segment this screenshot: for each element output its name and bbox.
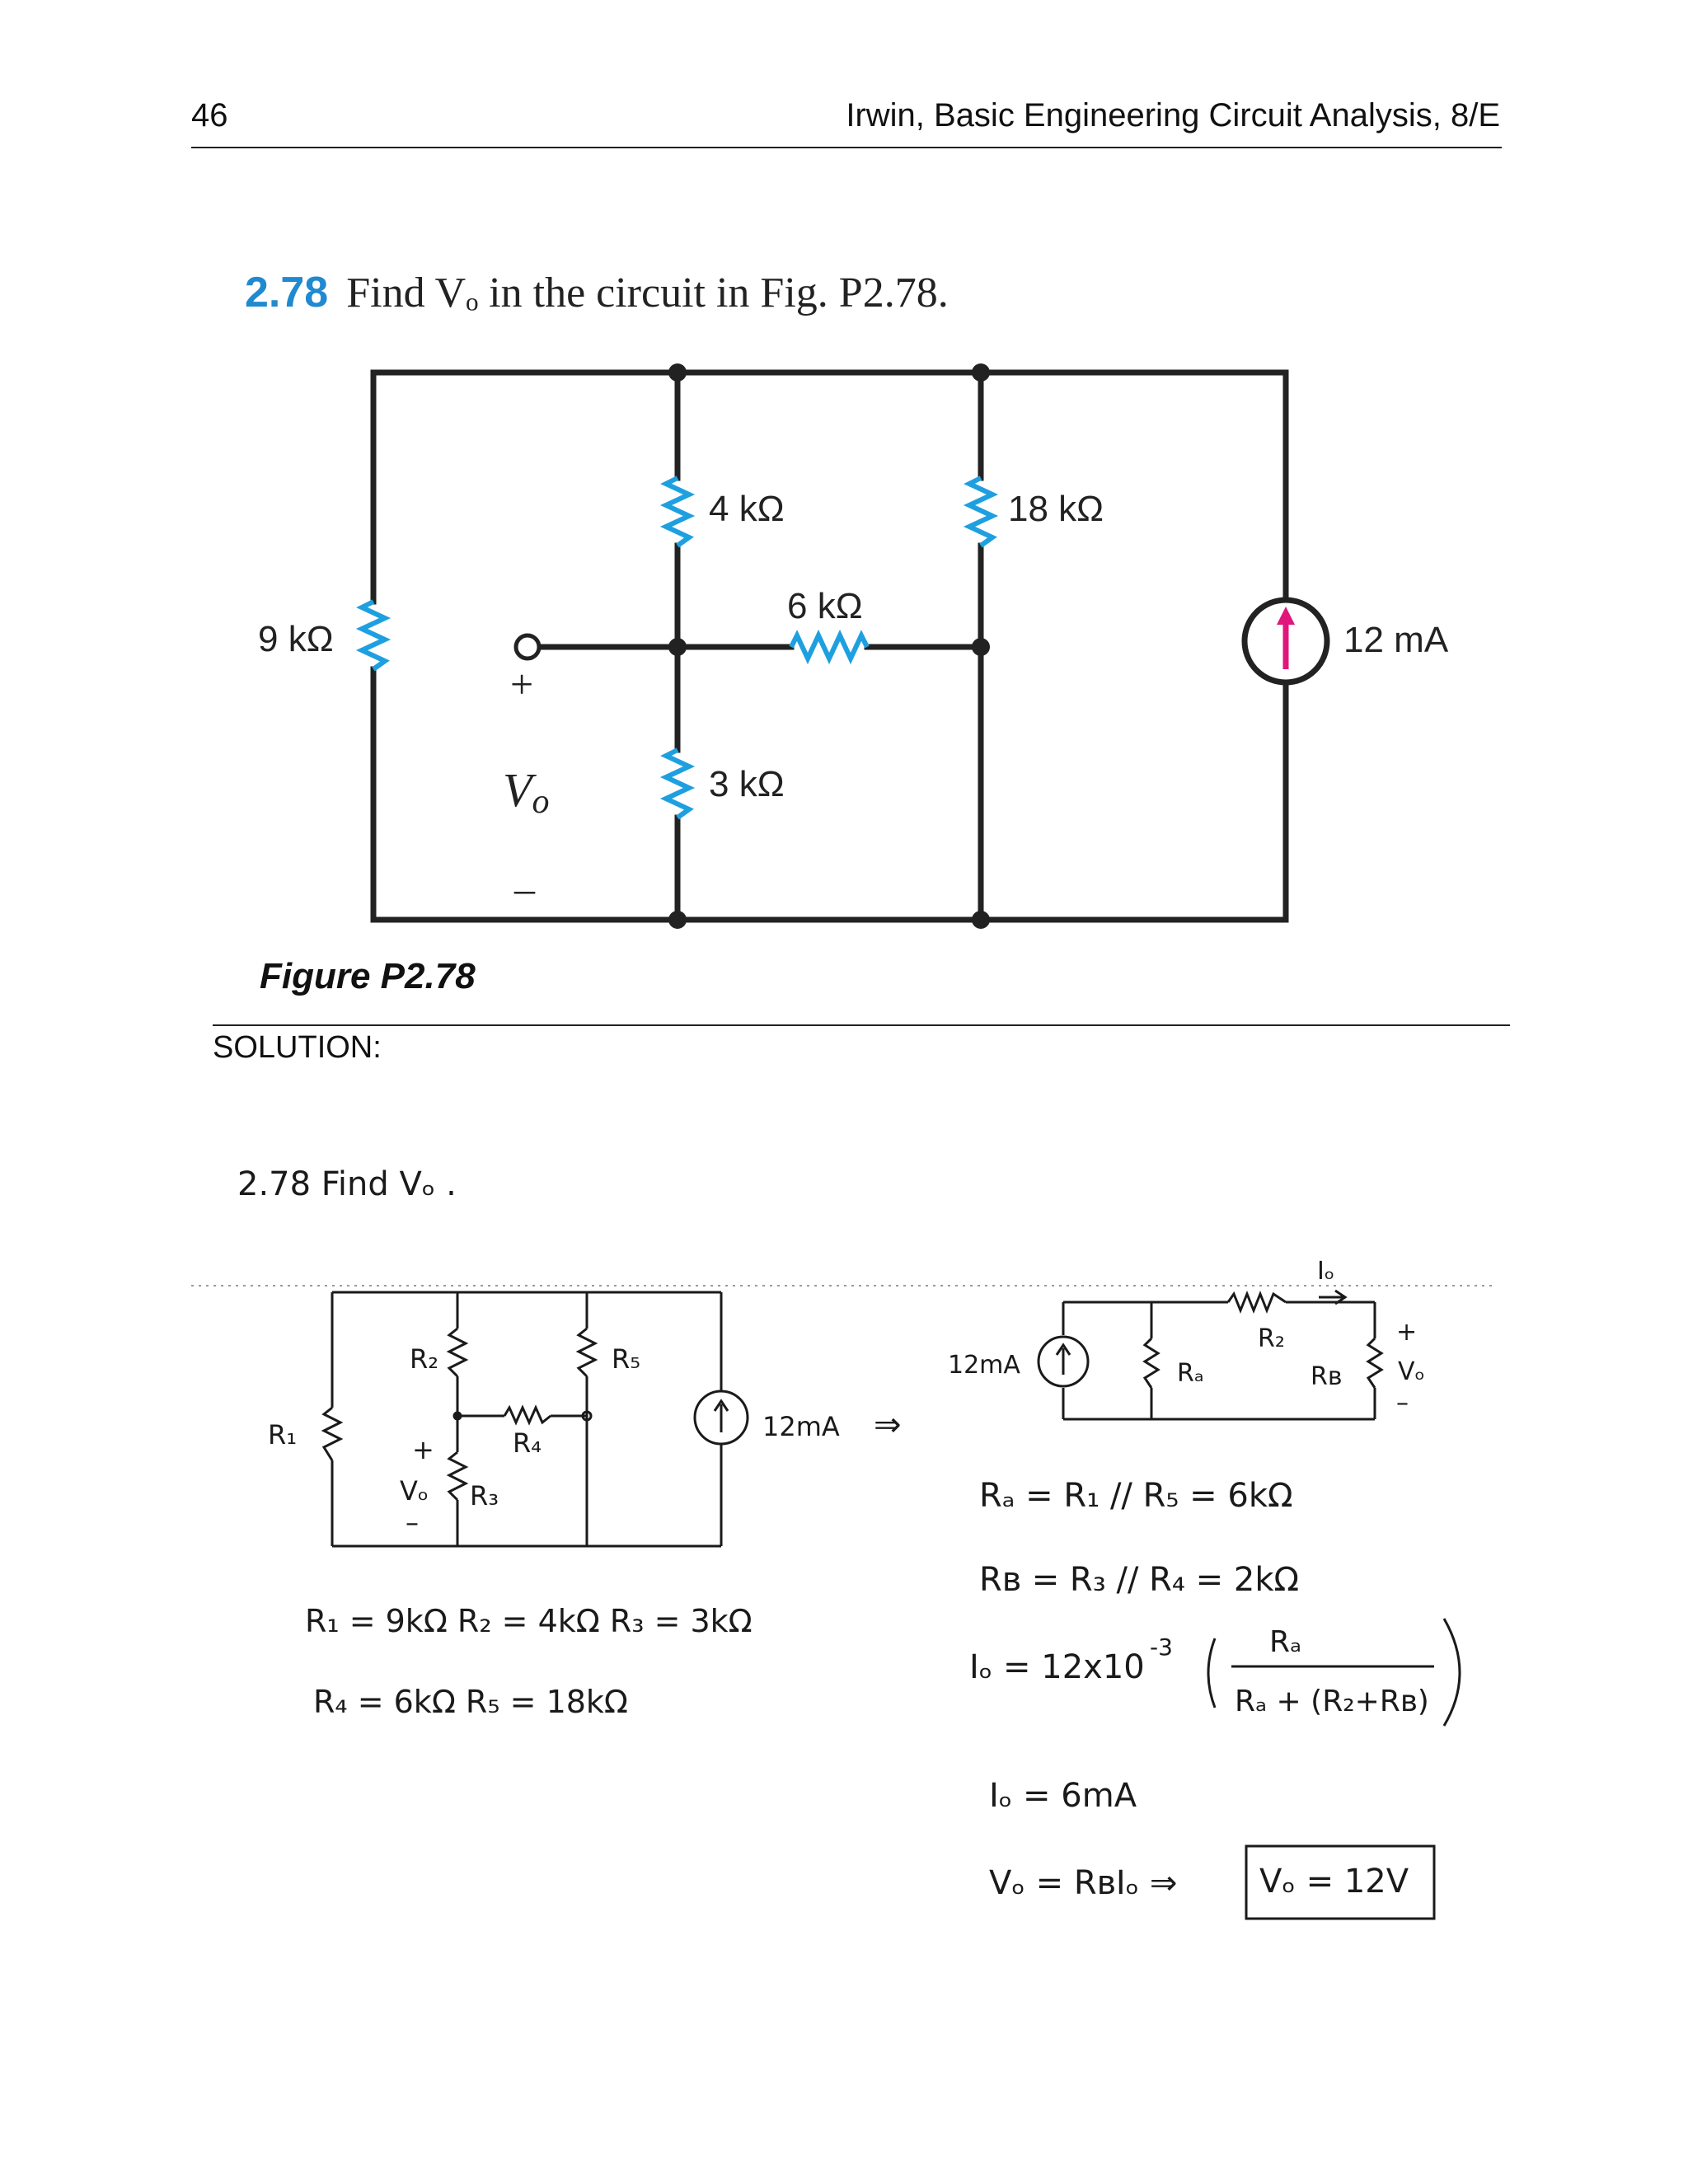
hand-right-current-source [1037,1335,1090,1388]
label-12ma: 12 mA [1343,620,1449,660]
hand-resistor-r4 [503,1404,551,1426]
hand-resistor-rb [1366,1337,1384,1389]
hand-eq-rb: Rʙ = R₃ // R₄ = 2kΩ [979,1561,1299,1599]
hand-node-right [581,1410,593,1422]
current-source-arrowhead-icon [1277,607,1295,625]
circuit-figure-p2-78: 4 kΩ 18 kΩ 6 kΩ 9 kΩ 3 kΩ 12 mA + Vo – [258,363,1449,929]
hand-resistor-r2 [446,1327,469,1378]
hand-values-line-2: R₄ = 6kΩ R₅ = 18kΩ [313,1684,628,1720]
hand-eq-io-exponent: -3 [1150,1633,1173,1661]
handwritten-solution: 2.78 Find Vₒ . R₂ R₅ R₁ R₄ R₃ + Vₒ – [191,1165,1492,1920]
vo-minus-sign: – [513,865,536,912]
vo-label: Vo [503,763,549,821]
hand-right-label-rz: R₂ [1258,1324,1285,1353]
resistor-9k [355,599,392,672]
hand-right-label-rb: Rʙ [1311,1362,1342,1391]
node-top-mid [668,363,687,382]
problem-statement: 2.78 Find Vₒ in the circuit in Fig. P2.78… [245,268,949,317]
hand-current-source [693,1390,749,1446]
hand-values-line-1: R₁ = 9kΩ R₂ = 4kΩ R₃ = 3kΩ [305,1603,753,1639]
hand-right-label-vo-plus: + [1396,1318,1417,1347]
label-18k: 18 kΩ [1008,489,1104,529]
hand-io-arrow-icon [1319,1289,1348,1305]
hand-right-label-ra: Rₐ [1177,1359,1204,1388]
hand-paren-left [1207,1638,1217,1708]
hand-right-label-io: Iₒ [1317,1257,1334,1286]
hand-current-source-arrow-icon [713,1399,729,1432]
resistor-6k [789,629,870,665]
node-bottom-mid [668,911,687,929]
hand-eq-io-numerator: Rₐ [1269,1625,1301,1659]
hand-label-r3: R₃ [470,1480,499,1511]
solution-label: SOLUTION: [213,1030,382,1065]
hand-answer: Vₒ = 12V [1259,1863,1409,1900]
hand-right-label-12ma: 12mA [948,1351,1020,1380]
hand-resistor-ra [1142,1337,1160,1389]
node-center-mid [668,638,687,656]
hand-right-label-vo-minus: – [1396,1389,1409,1418]
hand-resistor-r3 [446,1451,469,1502]
problem-text: Find Vₒ in the circuit in Fig. P2.78. [346,269,949,316]
header-rule [191,147,1502,148]
hand-title: 2.78 Find Vₒ . [237,1165,457,1203]
hand-label-r5: R₅ [612,1343,640,1375]
solution-rule [213,1024,1510,1026]
hand-label-12ma-left: 12mA [762,1411,840,1442]
resistor-18k [963,476,999,548]
hand-right-label-vo: Vₒ [1398,1357,1425,1386]
hand-label-vo-plus: + [412,1434,434,1465]
node-center-right [972,638,990,656]
resistor-4k [659,476,696,548]
hand-label-r2: R₂ [410,1343,438,1375]
label-6k: 6 kΩ [787,586,863,626]
resistor-3k [659,748,696,820]
page-number: 46 [191,97,228,134]
hand-eq-io-denominator: Rₐ + (R₂+Rʙ) [1235,1685,1429,1718]
figure-caption: Figure P2.78 [260,956,476,996]
hand-eq-vo: Vₒ = RʙIₒ ⇒ [989,1864,1177,1902]
hand-resistor-r5 [575,1327,598,1378]
hand-label-r4: R₄ [513,1427,542,1459]
vo-terminal [513,633,542,661]
hand-label-vo: Vₒ [400,1475,429,1507]
label-4k: 4 kΩ [709,489,785,529]
vo-plus-sign: + [510,661,533,707]
label-3k: 3 kΩ [709,764,785,804]
node-top-right [972,363,990,382]
running-header: Irwin, Basic Engineering Circuit Analysi… [846,97,1500,134]
hand-eq-io-result: Iₒ = 6mA [989,1777,1137,1815]
hand-resistor-rz [1226,1290,1287,1315]
hand-resistor-r1 [321,1406,344,1461]
label-9k: 9 kΩ [258,619,334,659]
hand-answer-box [1245,1844,1436,1920]
hand-paren-right [1442,1618,1461,1727]
hand-label-vo-minus: – [406,1507,419,1538]
hand-label-r1: R₁ [268,1419,297,1451]
hand-right-source-arrow-icon [1055,1343,1071,1375]
node-bottom-right [972,911,990,929]
hand-arrow-implies-icon: ⇒ [874,1406,902,1444]
hand-eq-ra: Rₐ = R₁ // R₅ = 6kΩ [979,1477,1293,1515]
hand-node [452,1411,462,1421]
hand-eq-io-left: Iₒ = 12x10 [969,1648,1145,1686]
problem-number: 2.78 [245,269,329,316]
